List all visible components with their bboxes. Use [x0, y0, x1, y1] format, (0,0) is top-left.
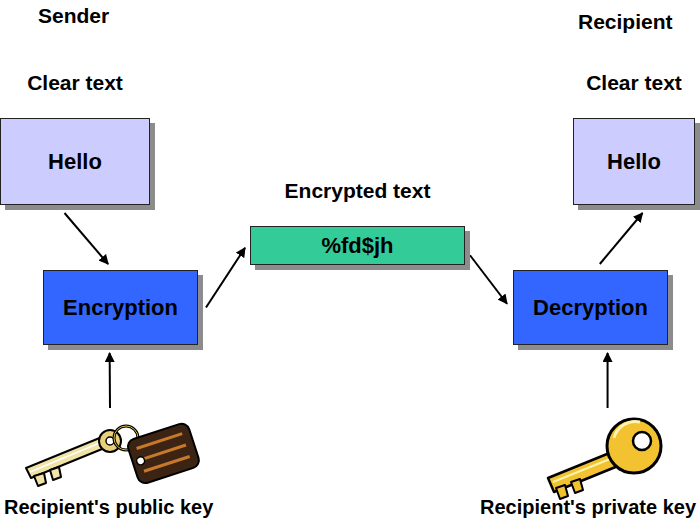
public-key-icon — [26, 422, 201, 486]
private-key-icon — [548, 419, 661, 499]
box-heading: Encrypted text — [285, 179, 431, 203]
key-label: Recipient's private key — [480, 496, 696, 519]
box-text: Hello — [48, 149, 102, 175]
box-text: Encryption — [63, 295, 178, 321]
box-text: Decryption — [533, 295, 648, 321]
key-node: Recipient's private key — [540, 410, 670, 492]
process-box: Encryption — [43, 270, 198, 345]
box-heading: Clear text — [27, 71, 123, 95]
ciphertext-box: Encrypted text%fd$jh — [250, 226, 465, 265]
box-text: %fd$jh — [321, 233, 393, 259]
cleartext-box: Clear textHello — [573, 118, 695, 205]
role-label: Sender — [38, 4, 109, 28]
flow-arrow — [607, 353, 609, 408]
box-text: Hello — [607, 149, 661, 175]
flow-arrow — [109, 353, 111, 408]
role-label: Recipient — [578, 10, 673, 34]
box-heading: Clear text — [586, 71, 682, 95]
flow-arrow — [600, 213, 643, 264]
flow-arrow — [206, 248, 245, 308]
flow-arrow — [470, 255, 507, 304]
process-box: Decryption — [513, 270, 668, 345]
key-node: Recipient's public key — [20, 410, 200, 492]
cleartext-box: Clear textHello — [0, 118, 150, 205]
flow-arrow — [65, 213, 109, 264]
key-label: Recipient's public key — [4, 496, 213, 519]
